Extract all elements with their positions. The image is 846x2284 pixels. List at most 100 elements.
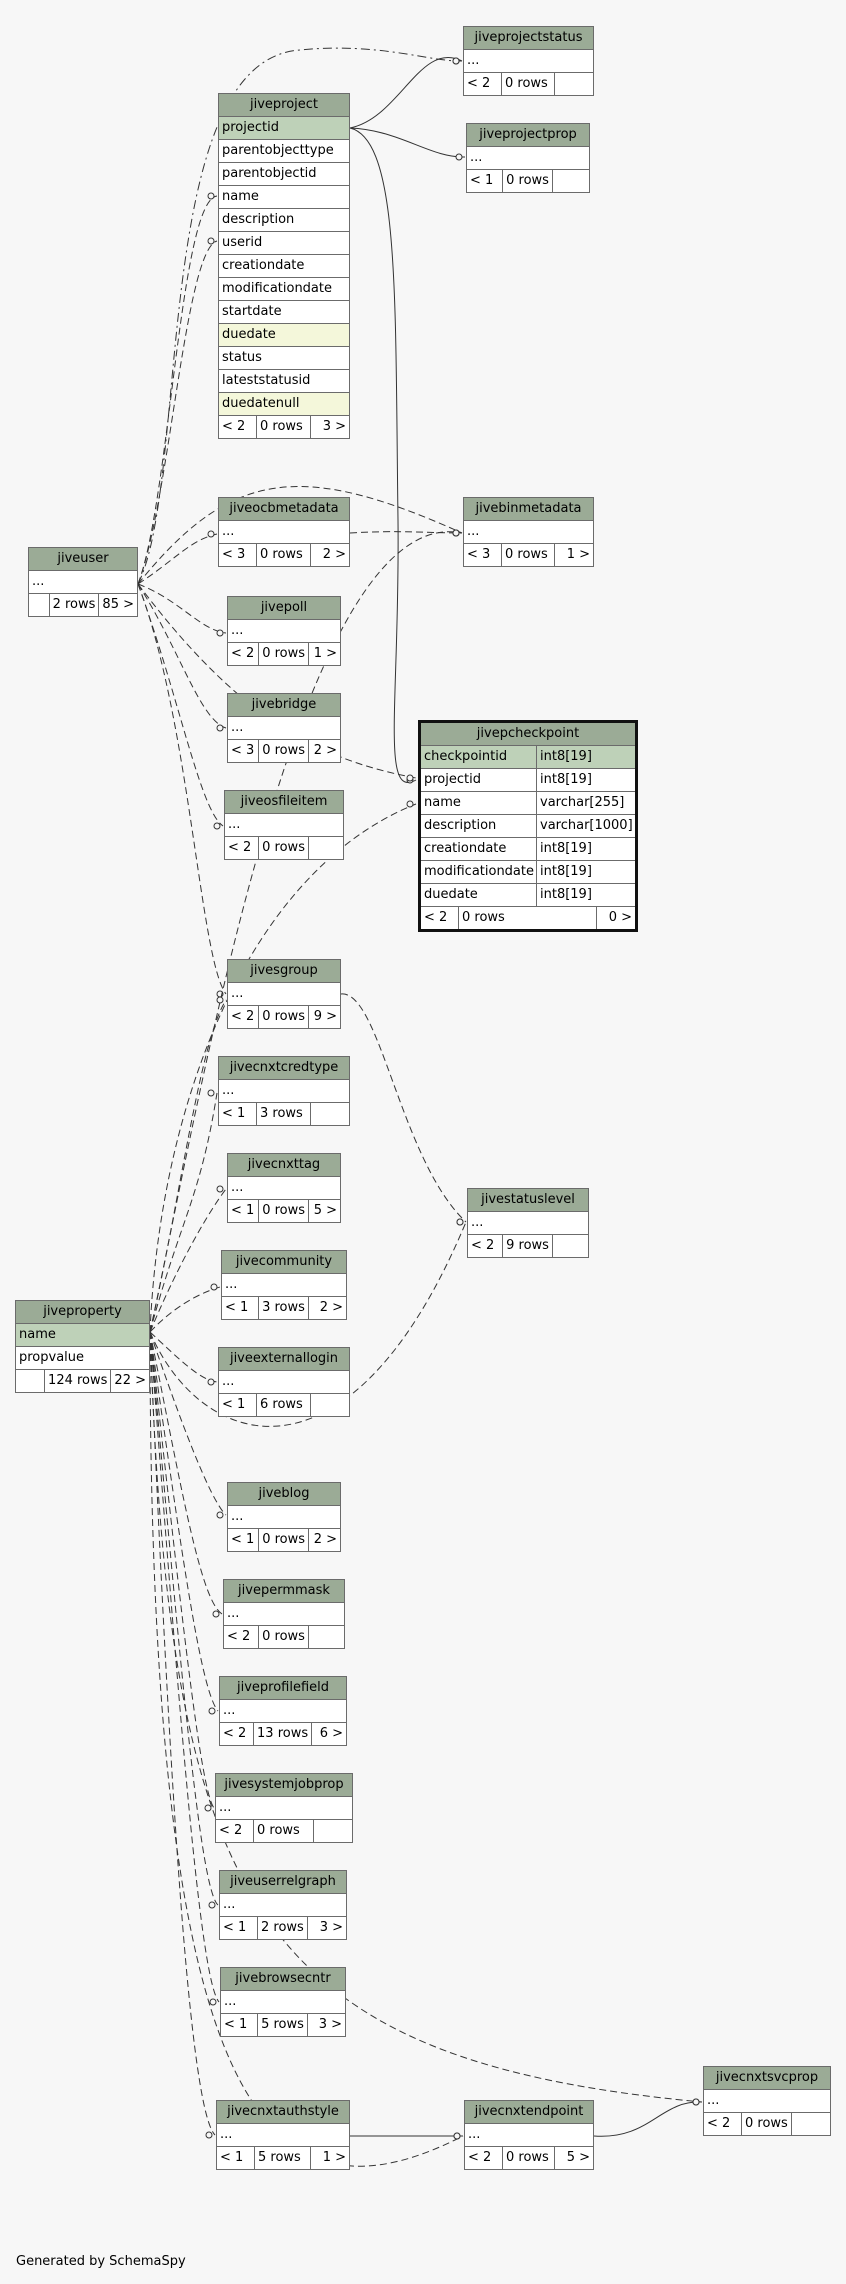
column-row[interactable]: lateststatusid [219,370,349,393]
column-row[interactable]: parentobjectid [219,163,349,186]
parent-count[interactable]: < 1 [219,1103,257,1125]
table-title[interactable]: jiveocbmetadata [219,498,349,521]
row-count[interactable]: 0 rows [503,170,553,192]
table-title[interactable]: jivesgroup [228,960,340,983]
parent-count[interactable]: < 2 [228,643,260,665]
row-count[interactable]: 0 rows [257,544,311,566]
child-count[interactable]: 3 > [318,2017,342,2032]
table-title[interactable]: jivesystemjobprop [216,1774,352,1797]
table-title[interactable]: jiveuserrelgraph [220,1871,346,1894]
parent-count[interactable]: < 2 [216,1820,254,1842]
table-title[interactable]: jiveprojectprop [467,124,589,147]
column-row[interactable]: ... [217,2124,349,2147]
parent-count[interactable]: < 1 [220,1917,258,1939]
row-count[interactable]: 3 rows [257,1103,311,1125]
parent-count[interactable]: < 2 [224,1626,260,1648]
table-title[interactable]: jiveexternallogin [219,1348,349,1371]
child-count[interactable]: 6 > [319,1726,343,1741]
table-title[interactable]: jivecnxtendpoint [465,2101,593,2124]
table-title[interactable]: jiveproperty [16,1301,149,1324]
parent-count[interactable]: < 1 [228,1529,260,1551]
table-title[interactable]: jivecnxttag [228,1154,340,1177]
parent-count[interactable]: < 1 [222,1297,260,1319]
table-title[interactable]: jiveosfileitem [225,791,343,814]
column-row[interactable]: ... [228,983,340,1006]
row-count[interactable]: 0 rows [259,1006,310,1028]
parent-count[interactable]: < 2 [228,1006,260,1028]
column-row[interactable]: duedate [219,324,349,347]
child-count[interactable]: 1 > [566,547,590,562]
row-count[interactable]: 5 rows [258,2014,308,2036]
column-row[interactable]: ... [219,1371,349,1394]
row-count[interactable]: 0 rows [502,544,555,566]
column-row[interactable]: name [16,1324,149,1347]
child-count[interactable] [309,837,343,859]
table-title[interactable]: jivebridge [228,694,340,717]
column-row[interactable]: ... [222,1274,346,1297]
row-count[interactable]: 0 rows [254,1820,314,1842]
row-count[interactable]: 0 rows [502,73,555,95]
child-count[interactable]: 5 > [566,2150,590,2165]
parent-count[interactable]: < 2 [220,1723,255,1745]
parent-count[interactable]: < 2 [468,1235,504,1257]
row-count[interactable]: 0 rows [259,837,309,859]
child-count[interactable]: 9 > [313,1009,337,1024]
parent-count[interactable]: < 3 [228,740,260,762]
row-count[interactable]: 0 rows [259,1529,310,1551]
row-count[interactable]: 0 rows [257,416,311,438]
column-row[interactable]: ... [219,1080,349,1103]
column-row[interactable]: parentobjecttype [219,140,349,163]
column-row[interactable]: ... [228,620,340,643]
child-count[interactable]: 1 > [322,2150,346,2165]
parent-count[interactable]: < 3 [219,544,257,566]
column-row[interactable]: ... [464,50,593,73]
table-title[interactable]: jivebinmetadata [464,498,593,521]
row-count[interactable]: 3 rows [259,1297,309,1319]
child-count[interactable]: 3 > [322,419,346,434]
child-count[interactable]: 0 > [608,910,632,925]
parent-count[interactable]: < 1 [219,1394,257,1416]
column-row[interactable]: projectid [219,117,349,140]
column-row[interactable]: ... [29,571,137,594]
child-count[interactable]: 3 > [319,1920,343,1935]
column-row[interactable]: duedatenull [219,393,349,416]
parent-count[interactable]: < 2 [225,837,260,859]
row-count[interactable]: 0 rows [742,2113,792,2135]
child-count[interactable] [555,73,593,95]
row-count[interactable]: 0 rows [459,907,597,929]
row-count[interactable]: 0 rows [259,740,310,762]
row-count[interactable]: 9 rows [503,1235,553,1257]
child-count[interactable] [553,1235,588,1257]
table-title[interactable]: jivecnxtauthstyle [217,2101,349,2124]
column-row[interactable]: ... [216,1797,352,1820]
table-title[interactable]: jivepcheckpoint [421,723,635,746]
parent-count[interactable]: < 2 [464,73,502,95]
child-count[interactable] [309,1626,344,1648]
child-count[interactable]: 2 > [313,743,337,758]
parent-count[interactable]: < 2 [421,907,459,929]
child-count[interactable]: 22 > [114,1373,146,1388]
parent-count[interactable]: < 3 [464,544,502,566]
table-title[interactable]: jivepermmask [224,1580,344,1603]
column-row[interactable]: ... [220,1894,346,1917]
